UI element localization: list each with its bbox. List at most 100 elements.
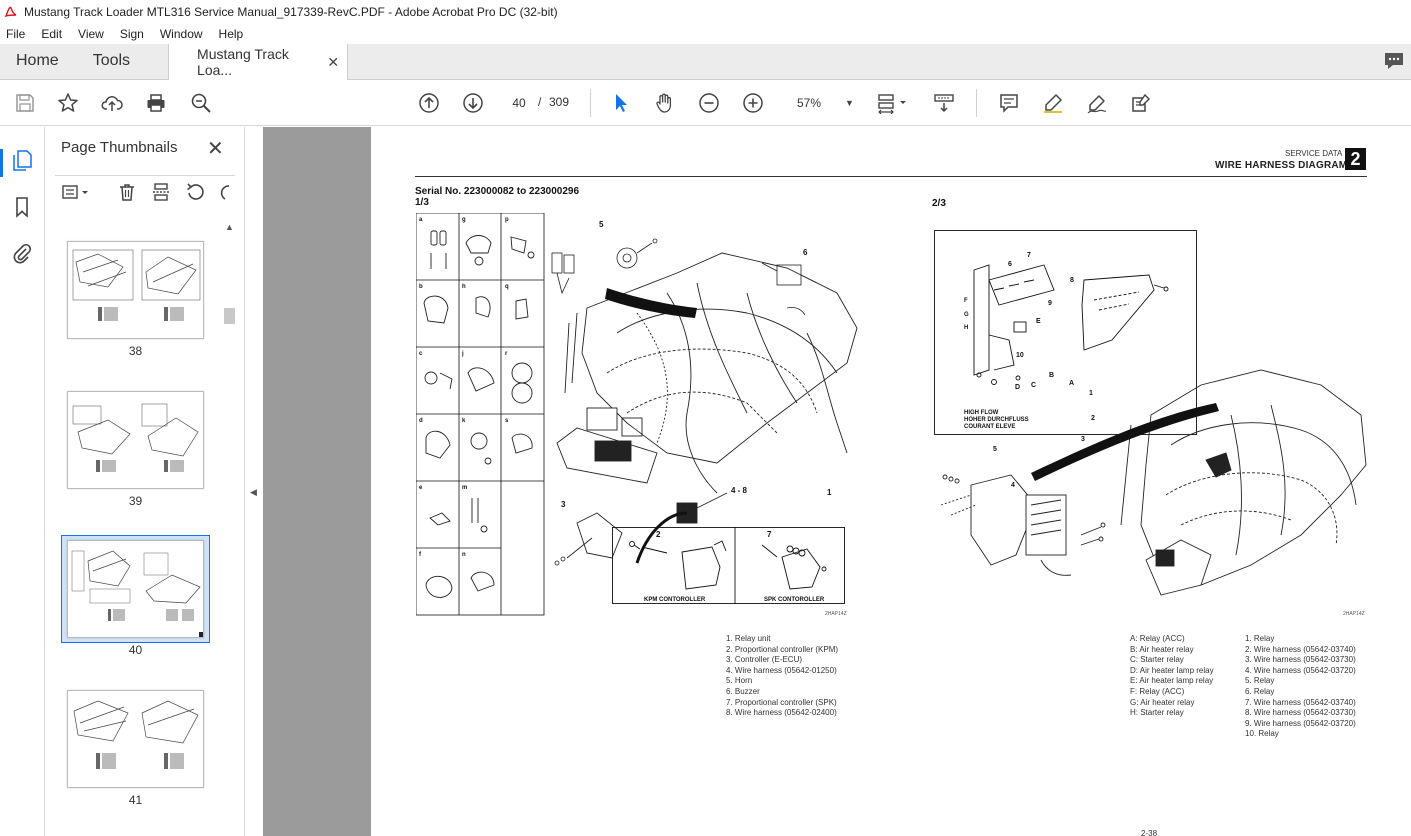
inset-callout: H	[964, 325, 968, 331]
upload-cloud-icon[interactable]	[100, 91, 124, 115]
legend-item: 5. Horn	[726, 676, 753, 686]
page-thumbnails-icon[interactable]	[11, 149, 33, 171]
page-thumbnail-41[interactable]	[67, 690, 204, 788]
menu-file[interactable]: File	[6, 27, 26, 41]
kpm-controller-label: KPM CONTOROLLER	[644, 597, 706, 603]
bookmark-icon[interactable]	[11, 196, 33, 218]
grid-letter: c	[419, 351, 423, 357]
page-thumbnail-39[interactable]	[67, 391, 204, 489]
relay-legend-item: F: Relay (ACC)	[1130, 686, 1185, 696]
figure-code-2: 2HAP14Z	[1343, 611, 1365, 617]
grid-letter: h	[462, 284, 466, 290]
title-bar: Mustang Track Loader MTL316 Service Manu…	[0, 0, 1411, 24]
extract-page-icon[interactable]	[151, 182, 171, 202]
save-icon[interactable]	[13, 91, 37, 115]
controller-boxes: 2 7 KPM CONTOROLLER SPK CONTOROLLER	[612, 527, 845, 604]
grid-letter: q	[505, 284, 509, 290]
inset-callout: F	[964, 298, 968, 304]
thumbnail-label: 38	[128, 344, 143, 358]
collapse-left-icon[interactable]: ◀	[250, 487, 257, 497]
rotate-counterclockwise-icon[interactable]	[185, 182, 205, 202]
grid-letter: r	[505, 351, 508, 357]
chat-bubble-icon[interactable]	[1383, 50, 1405, 72]
zoom-in-icon[interactable]	[741, 91, 765, 115]
legend-item: 5. Relay	[1245, 676, 1275, 686]
callout-label: 5	[993, 446, 997, 453]
grid-letter: e	[419, 485, 423, 491]
menu-help[interactable]: Help	[218, 27, 244, 41]
close-panel-icon[interactable]: ✕	[207, 138, 224, 160]
next-page-icon[interactable]	[461, 91, 485, 115]
grid-letter: n	[462, 552, 466, 558]
scrollbar-thumb[interactable]	[224, 308, 235, 324]
scroll-mode-icon[interactable]	[932, 91, 956, 115]
menu-sign[interactable]: Sign	[119, 27, 144, 41]
find-zoom-icon[interactable]	[189, 91, 213, 115]
print-icon[interactable]	[144, 91, 168, 115]
main-toolbar: 40 / 309 57% ▼	[0, 80, 1411, 126]
tab-document-label: Mustang Track Loa...	[197, 46, 289, 78]
inset-callout: 10	[1016, 352, 1024, 359]
page-footer-number: 2-38	[1141, 829, 1158, 836]
menu-edit[interactable]: Edit	[41, 27, 63, 41]
page-thumbnail-38[interactable]	[67, 241, 204, 339]
legend-item: 4. Wire harness (05642-03720)	[1245, 665, 1356, 675]
close-tab-icon[interactable]: ✕	[327, 53, 340, 70]
stamp-fill-sign-icon[interactable]	[1129, 91, 1153, 115]
document-viewport[interactable]: SERVICE DATA WIRE HARNESS DIAGRAM 2 Seri…	[263, 127, 1411, 836]
draw-sign-icon[interactable]	[1085, 91, 1109, 115]
zoom-dropdown[interactable]: 57% ▼	[783, 91, 855, 115]
page-thumbnail-40[interactable]	[67, 540, 204, 638]
tab-home[interactable]: Home	[16, 52, 59, 69]
menu-window[interactable]: Window	[159, 27, 203, 41]
page-fit-icon[interactable]	[876, 91, 912, 115]
tab-tools[interactable]: Tools	[92, 52, 131, 69]
star-icon[interactable]	[56, 91, 80, 115]
thumbnail-options-icon[interactable]	[61, 182, 91, 202]
select-pointer-icon[interactable]	[609, 91, 633, 115]
grid-letter: p	[505, 217, 509, 223]
legend-item: 4. Wire harness (05642-01250)	[726, 665, 837, 675]
thumbnail-toolbar	[55, 175, 235, 203]
grid-letter: a	[419, 217, 423, 223]
attachment-paperclip-icon[interactable]	[11, 243, 33, 265]
serial-number-heading: Serial No. 223000082 to 223000296	[415, 186, 580, 197]
panel-title: Page Thumbnails	[61, 139, 178, 156]
callout-label: B	[1049, 372, 1054, 379]
hand-tool-icon[interactable]	[653, 91, 677, 115]
grid-letter: g	[462, 217, 466, 223]
tab-document[interactable]: Mustang Track Loa... ✕	[168, 44, 349, 80]
high-flow-label: HIGH FLOW	[964, 410, 999, 416]
comment-icon[interactable]	[997, 91, 1021, 115]
callout-number: 5	[599, 220, 604, 229]
thumbnails-panel: Page Thumbnails ✕ ▲	[45, 127, 245, 836]
relay-legend-item: D: Air heater lamp relay	[1130, 665, 1214, 675]
rotate-clockwise-icon[interactable]	[217, 182, 231, 202]
highlight-pen-icon[interactable]	[1041, 91, 1065, 115]
inset-callout: 8	[1070, 277, 1074, 284]
legend-item: 8. Wire harness (05642-02400)	[726, 708, 837, 718]
page-total: 309	[549, 95, 570, 109]
thumbnail-scrollbar[interactable]: ▲	[223, 222, 235, 836]
legend-item: 10. Relay	[1245, 729, 1279, 739]
relay-legend-item: B: Air heater relay	[1130, 644, 1194, 654]
legend-item: 9. Wire harness (05642-03720)	[1245, 718, 1356, 728]
menu-view[interactable]: View	[78, 27, 104, 41]
page-number-input[interactable]: 40	[504, 90, 534, 114]
zoom-out-icon[interactable]	[697, 91, 721, 115]
grid-letter: b	[419, 284, 423, 290]
previous-page-icon[interactable]	[417, 91, 441, 115]
toolbar-divider	[590, 89, 591, 117]
delete-page-icon[interactable]	[117, 182, 137, 202]
scroll-up-icon[interactable]: ▲	[225, 222, 234, 232]
panel-collapse-strip[interactable]: ◀	[245, 127, 263, 836]
acrobat-logo-icon	[4, 5, 18, 19]
thumbnail-preview	[72, 403, 199, 472]
window-title: Mustang Track Loader MTL316 Service Manu…	[24, 5, 558, 19]
inset-callout: 9	[1048, 300, 1052, 307]
